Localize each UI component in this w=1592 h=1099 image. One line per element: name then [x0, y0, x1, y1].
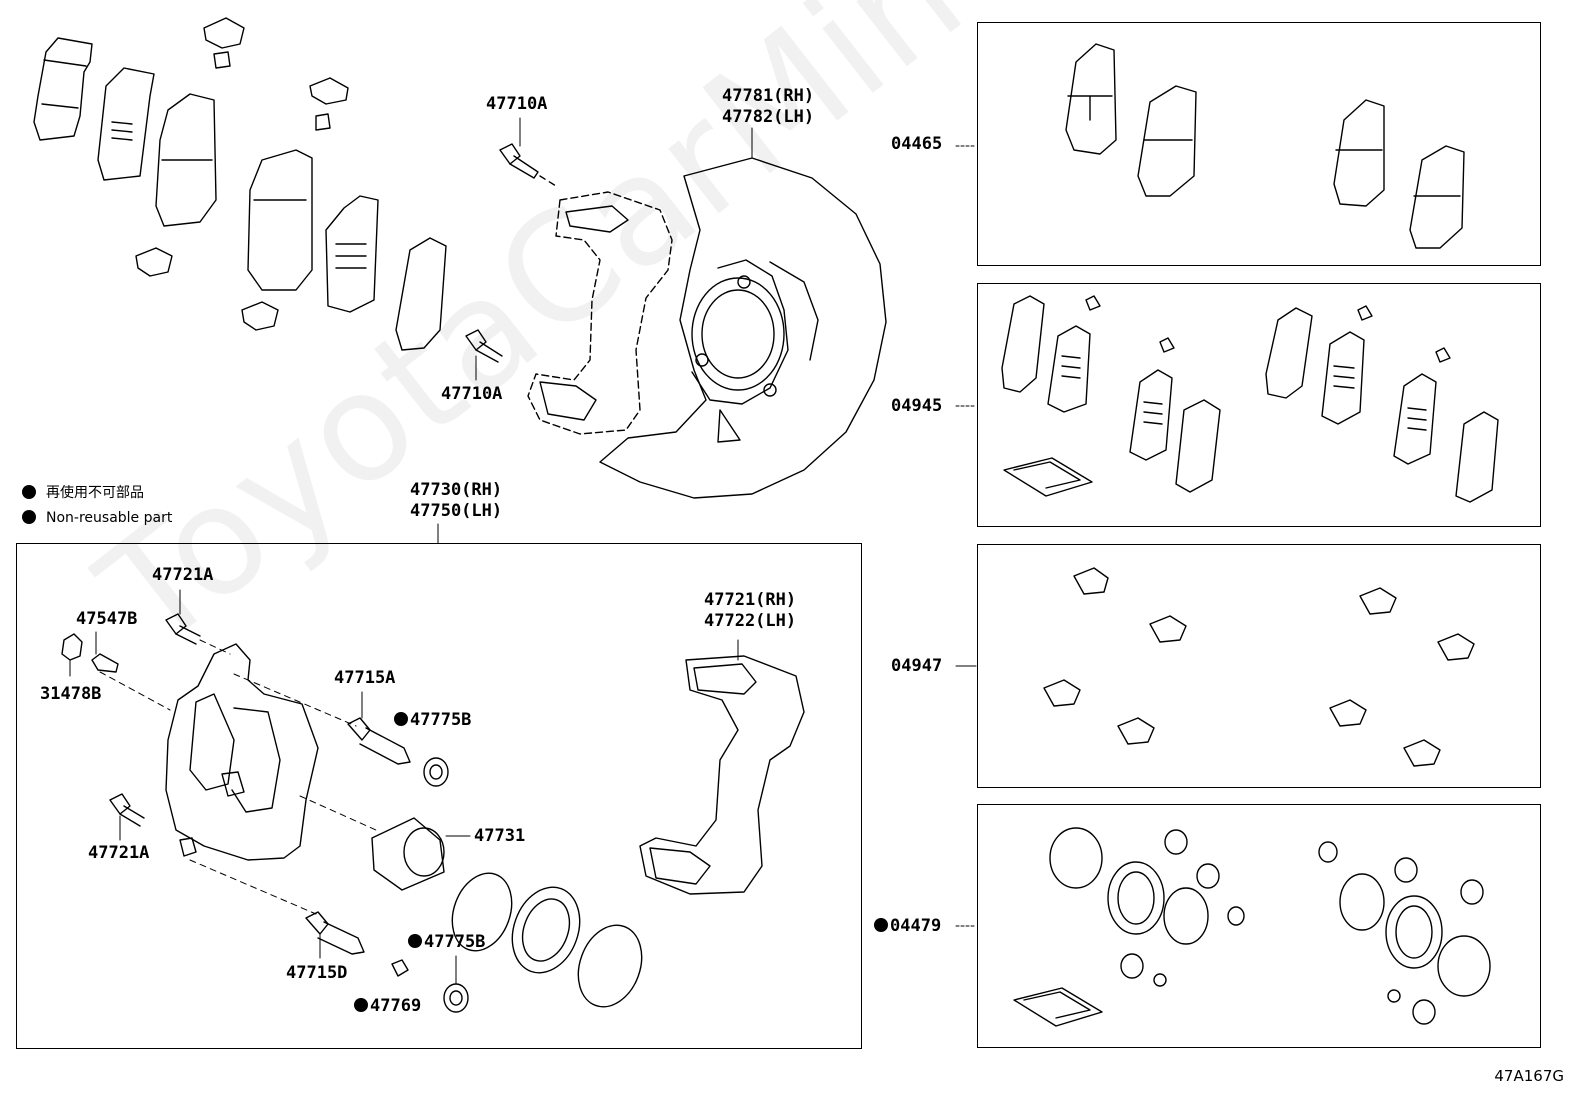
- pad-clip-icon: [203, 17, 245, 69]
- brake-pad-icon: [33, 37, 93, 141]
- caliper-housing-icon: [165, 643, 377, 915]
- legend-jp: 再使用不可部品: [22, 484, 144, 502]
- mounting-bolt-icon: [499, 117, 557, 187]
- non-reusable-dot-icon: [394, 712, 408, 726]
- pad-clip-icon: [241, 301, 279, 331]
- mounting-bolt-icon: [465, 329, 503, 381]
- cylinder-piston-icon: [371, 817, 471, 891]
- anti-squeal-plate-icon: [395, 237, 447, 351]
- bushing-icon: [391, 959, 409, 977]
- bridge-bolt-icon: [165, 589, 231, 655]
- slide-pin-icon: [305, 911, 365, 959]
- cylinder-kit-icon: [1013, 827, 1491, 1027]
- part-label-47710a-upper[interactable]: 47710A: [486, 94, 548, 114]
- pad-shim-icon: [325, 195, 379, 313]
- caliper-assembly-box: [16, 543, 862, 1049]
- kit-box-04947: [977, 544, 1541, 788]
- pad-shim-icon: [1137, 85, 1197, 197]
- non-reusable-dot-icon: [354, 998, 368, 1012]
- pad-support-plate-icon: [1043, 567, 1475, 767]
- kit-label-04945[interactable]: 04945: [891, 396, 943, 416]
- part-label-47730-rh[interactable]: 47730(RH): [410, 480, 503, 500]
- kit-label-04465[interactable]: 04465: [891, 134, 943, 154]
- pad-shim-icon: [1409, 145, 1465, 249]
- kit-box-04945: [977, 283, 1541, 527]
- part-label-47775b-top[interactable]: 47775B: [394, 710, 471, 730]
- part-label-47781-rh[interactable]: 47781(RH): [722, 86, 815, 106]
- disc-brake-dust-cover-icon: [599, 127, 887, 499]
- part-label-47715d[interactable]: 47715D: [286, 963, 348, 983]
- part-label-47722-lh[interactable]: 47722(LH): [704, 611, 797, 631]
- kit-label-04947[interactable]: 04947: [891, 656, 943, 676]
- part-label-47721-rh[interactable]: 47721(RH): [704, 590, 797, 610]
- bleeder-plug-icon: [91, 631, 171, 711]
- pad-shim-icon: [97, 67, 155, 181]
- part-label-47750-lh[interactable]: 47750(LH): [410, 501, 503, 521]
- part-label-47782-lh[interactable]: 47782(LH): [722, 107, 815, 127]
- part-label-47721a-bottom[interactable]: 47721A: [88, 843, 150, 863]
- non-reusable-dot-icon: [874, 918, 888, 932]
- part-label-47775b-bottom[interactable]: 47775B: [408, 932, 485, 952]
- part-label-47547b[interactable]: 47547B: [76, 609, 138, 629]
- non-reusable-dot-icon: [408, 934, 422, 948]
- kit-label-04479[interactable]: 04479: [874, 916, 941, 936]
- anti-squeal-shim-icon: [1265, 305, 1499, 503]
- kit-box-04479: [977, 804, 1541, 1048]
- part-label-47731[interactable]: 47731: [474, 826, 526, 846]
- pad-clip-icon: [309, 77, 349, 131]
- cylinder-boot-icon: [511, 886, 581, 974]
- diagram-code: 47A167G: [1494, 1067, 1564, 1085]
- non-reusable-dot-icon: [22, 485, 36, 499]
- part-label-47715a[interactable]: 47715A: [334, 668, 396, 688]
- slide-pin-boot-icon: [443, 955, 469, 1013]
- anti-squeal-shim-icon: [1001, 295, 1221, 497]
- bleeder-cap-icon: [61, 633, 83, 677]
- part-label-47721a-top[interactable]: 47721A: [152, 565, 214, 585]
- pad-clip-icon: [135, 247, 173, 277]
- brake-pad-icon: [1065, 43, 1117, 155]
- brake-pad-icon: [247, 149, 313, 291]
- legend-en: Non-reusable part: [22, 509, 172, 527]
- slide-pin-icon: [347, 691, 411, 765]
- caliper-mounting-bracket-icon: [527, 191, 673, 435]
- brake-pad-icon: [1333, 99, 1385, 207]
- slide-pin-boot-icon: [423, 757, 449, 787]
- caliper-mounting-bracket-icon: [639, 639, 805, 895]
- brake-pad-icon: [155, 93, 217, 227]
- piston-seal-icon: [577, 924, 643, 1008]
- part-label-47710a-lower[interactable]: 47710A: [441, 384, 503, 404]
- piston-seal-icon: [451, 872, 513, 952]
- part-label-31478b[interactable]: 31478B: [40, 684, 102, 704]
- bridge-bolt-icon: [109, 793, 145, 841]
- part-label-47769[interactable]: 47769: [354, 996, 421, 1016]
- kit-box-04465: [977, 22, 1541, 266]
- non-reusable-dot-icon: [22, 510, 36, 524]
